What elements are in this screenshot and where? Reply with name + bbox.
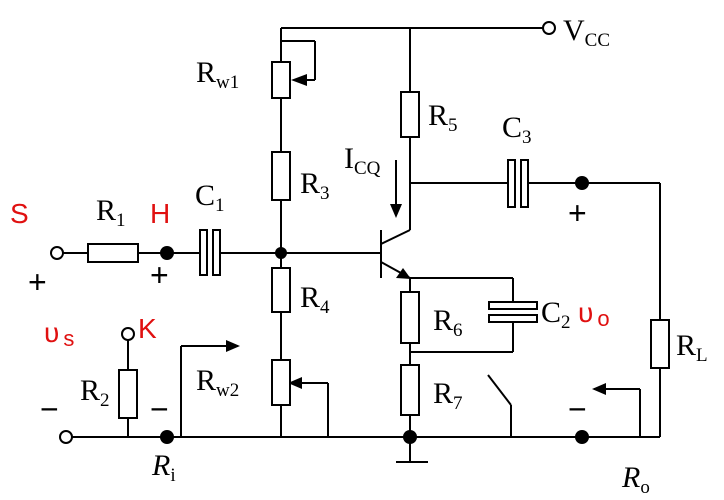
junction-ground-left [160,430,174,444]
capacitor-c3 [507,159,529,208]
resistor-r7 [400,364,420,416]
capacitor-c1 [199,229,221,276]
svg-text:R5: R5 [428,99,458,136]
svg-text:υs: υs [44,317,74,351]
rw2-wiper-arrow [288,377,302,389]
terminal-ground-left [59,430,73,444]
svg-text:R6: R6 [433,304,463,341]
svg-text:−: − [568,391,587,427]
resistor-r5 [400,91,420,138]
svg-text:H: H [150,198,170,229]
icq-arrow [390,204,402,218]
svg-text:R4: R4 [300,281,330,318]
junction-base [275,247,287,259]
svg-text:RL: RL [676,329,708,366]
svg-text:+: + [568,195,587,231]
terminal-k [121,327,135,341]
svg-text:C2: C2 [541,296,571,333]
nodes [50,21,589,444]
resistor-r1 [87,243,139,263]
svg-text:ICQ: ICQ [344,142,381,179]
capacitor-c2 [488,301,538,323]
svg-text:υo: υo [578,297,610,331]
arrows [226,74,606,395]
svg-text:Ro: Ro [621,461,650,498]
svg-text:Rw2: Rw2 [196,364,239,401]
labels: VCC Rw1 R5 C3 ICQ R3 S R1 H C1 R4 R6 C2 … [10,14,708,498]
resistor-rw1 [271,61,291,99]
resistor-r4 [271,267,291,313]
svg-text:Ri: Ri [151,449,176,486]
svg-text:R3: R3 [300,167,330,204]
resistor-r2 [118,369,138,419]
terminal-s [50,246,64,260]
junction-h [160,246,174,260]
svg-text:R1: R1 [96,194,126,231]
ri-arrow [226,340,240,352]
svg-text:K: K [138,313,157,344]
svg-text:−: − [40,391,59,427]
svg-text:C3: C3 [502,111,532,148]
capacitors [199,159,538,323]
junction-ground-mid [403,430,417,444]
emitter-arrow [396,268,411,279]
resistors [87,61,670,419]
svg-text:R2: R2 [80,374,110,411]
svg-text:Rw1: Rw1 [196,56,239,93]
resistor-rw2 [271,359,291,406]
resistor-rl [650,319,670,369]
resistor-r3 [271,151,291,201]
terminal-vcc [542,21,556,35]
svg-text:S: S [10,198,29,229]
ro-arrow [592,383,606,395]
rw1-wiper-arrow [291,74,307,86]
svg-text:C1: C1 [195,179,225,216]
resistor-r6 [400,291,420,344]
junction-ground-right [575,430,589,444]
junction-output [575,176,589,190]
svg-text:−: − [150,391,169,427]
svg-text:+: + [28,264,47,300]
svg-text:+: + [150,257,169,293]
svg-text:R7: R7 [433,377,463,414]
svg-text:VCC: VCC [563,14,610,51]
